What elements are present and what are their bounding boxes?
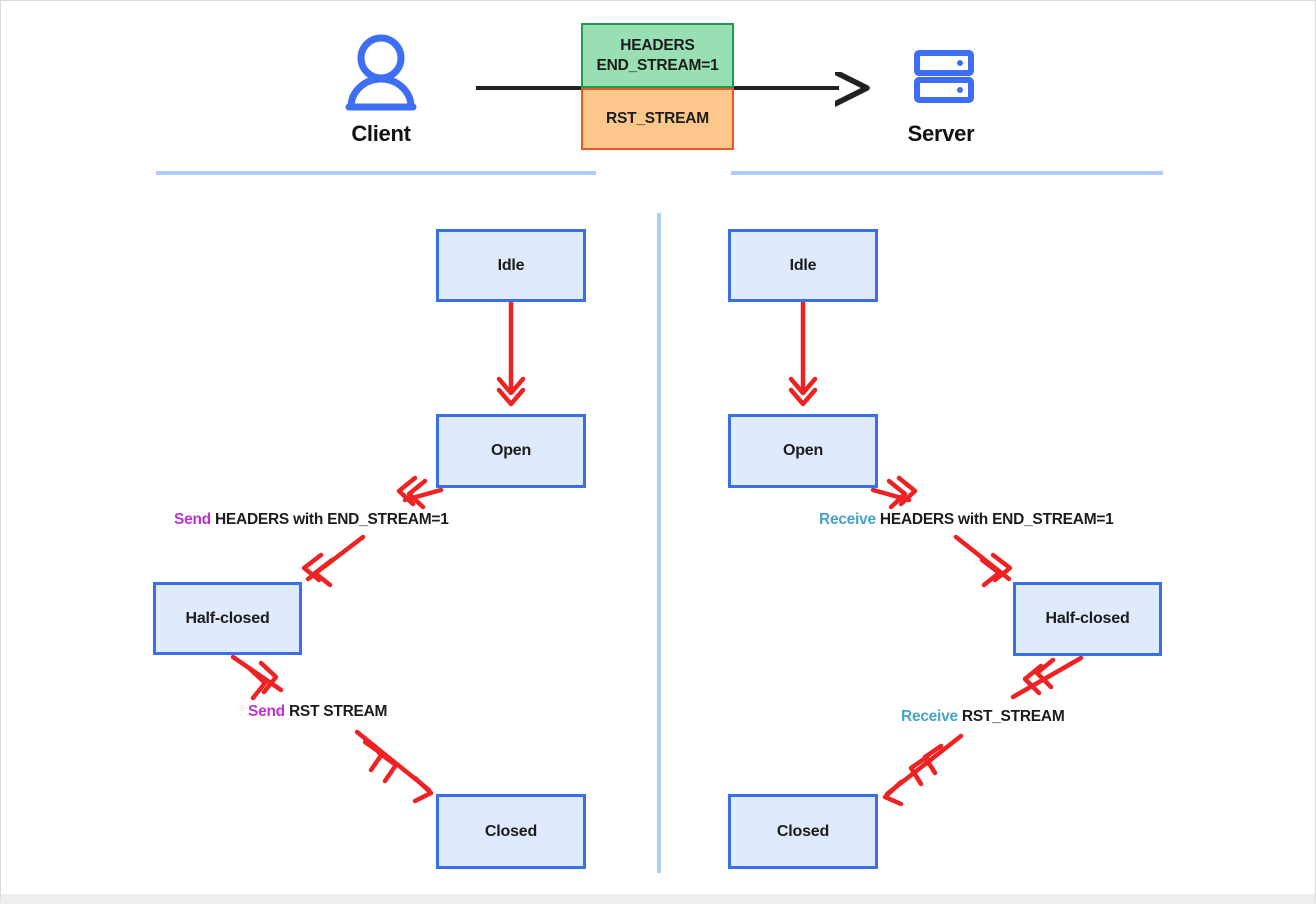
client-state-half-closed[interactable]: Half-closed [153, 582, 302, 655]
client-arrow-to-halfclosed [301, 534, 366, 588]
server-arrow-to-closed [882, 733, 964, 807]
server-state-open[interactable]: Open [728, 414, 878, 488]
frame-headers-end-stream: HEADERS END_STREAM=1 [581, 23, 734, 88]
server-state-idle[interactable]: Idle [728, 229, 878, 302]
server-state-half-closed[interactable]: Half-closed [1013, 582, 1162, 656]
client-state-idle[interactable]: Idle [436, 229, 586, 302]
server-arrow-to-halfclosed [953, 534, 1013, 588]
client-arrow-halfclosed-out [230, 654, 284, 701]
server-label: Server [907, 121, 975, 146]
server-arrow-halfclosed-out [1010, 655, 1084, 700]
keyword-receive: Receive [819, 511, 876, 528]
transition-text: HEADERS with END_STREAM=1 [879, 511, 1114, 528]
transition-text: HEADERS with END_STREAM=1 [214, 511, 449, 528]
server-transition-open-halfclosed [870, 475, 918, 510]
client-transition-label-send-rst: Send RST STREAM [248, 703, 387, 721]
server-transition-label-receive-rst: Receive RST_STREAM [901, 708, 1065, 726]
server-state-closed[interactable]: Closed [728, 794, 878, 869]
client-state-closed[interactable]: Closed [436, 794, 586, 869]
keyword-send: Send [174, 511, 211, 528]
client-transition-open-halfclosed [396, 475, 444, 510]
client-state-open[interactable]: Open [436, 414, 586, 488]
user-icon [345, 34, 417, 111]
transition-text: RST STREAM [288, 703, 388, 720]
client-transition-label-send-headers: Send HEADERS with END_STREAM=1 [174, 511, 449, 529]
server-rack-icon [914, 50, 974, 103]
client-label: Client [351, 121, 411, 146]
server-transition-idle-open [788, 300, 818, 407]
transition-text: RST_STREAM [961, 708, 1065, 725]
keyword-send: Send [248, 703, 285, 720]
server-transition-label-receive-headers: Receive HEADERS with END_STREAM=1 [819, 511, 1114, 529]
keyword-receive: Receive [901, 708, 958, 725]
frame-rst-stream: RST_STREAM [581, 88, 734, 150]
client-arrow-to-closed [354, 729, 434, 804]
client-transition-idle-open [496, 300, 526, 407]
